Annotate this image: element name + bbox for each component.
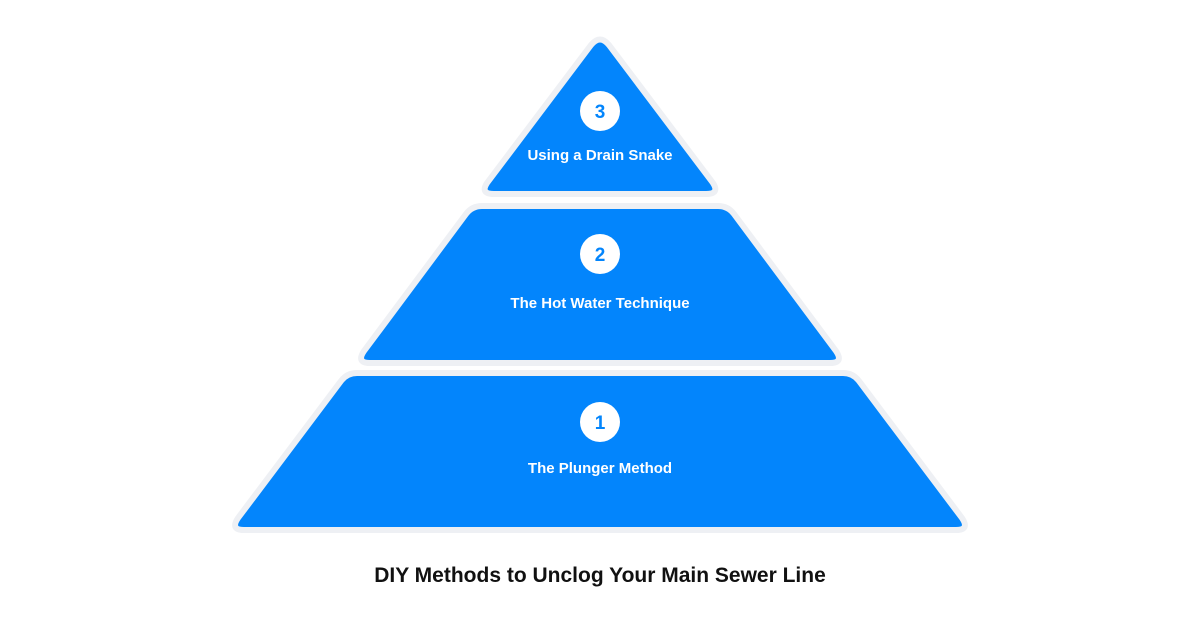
tier-3-number: 3 — [595, 102, 606, 123]
pyramid-tier-1: 1 The Plunger Method — [232, 370, 968, 533]
tier-1-shape — [232, 370, 968, 533]
tier-3-badge — [580, 91, 620, 131]
pyramid-tier-3: 3 Using a Drain Snake — [481, 36, 719, 197]
pyramid-tier-2: 2 The Hot Water Technique — [358, 203, 842, 366]
tier-1-label: The Plunger Method — [528, 460, 672, 477]
diagram-title: DIY Methods to Unclog Your Main Sewer Li… — [374, 564, 826, 587]
tier-2-number: 2 — [595, 245, 606, 266]
tier-2-label: The Hot Water Technique — [510, 295, 689, 312]
tier-2-badge — [580, 234, 620, 274]
tier-1-number: 1 — [595, 413, 606, 434]
tier-3-label: Using a Drain Snake — [527, 147, 672, 164]
tier-1-badge — [580, 402, 620, 442]
tier-2-shape — [358, 203, 842, 366]
